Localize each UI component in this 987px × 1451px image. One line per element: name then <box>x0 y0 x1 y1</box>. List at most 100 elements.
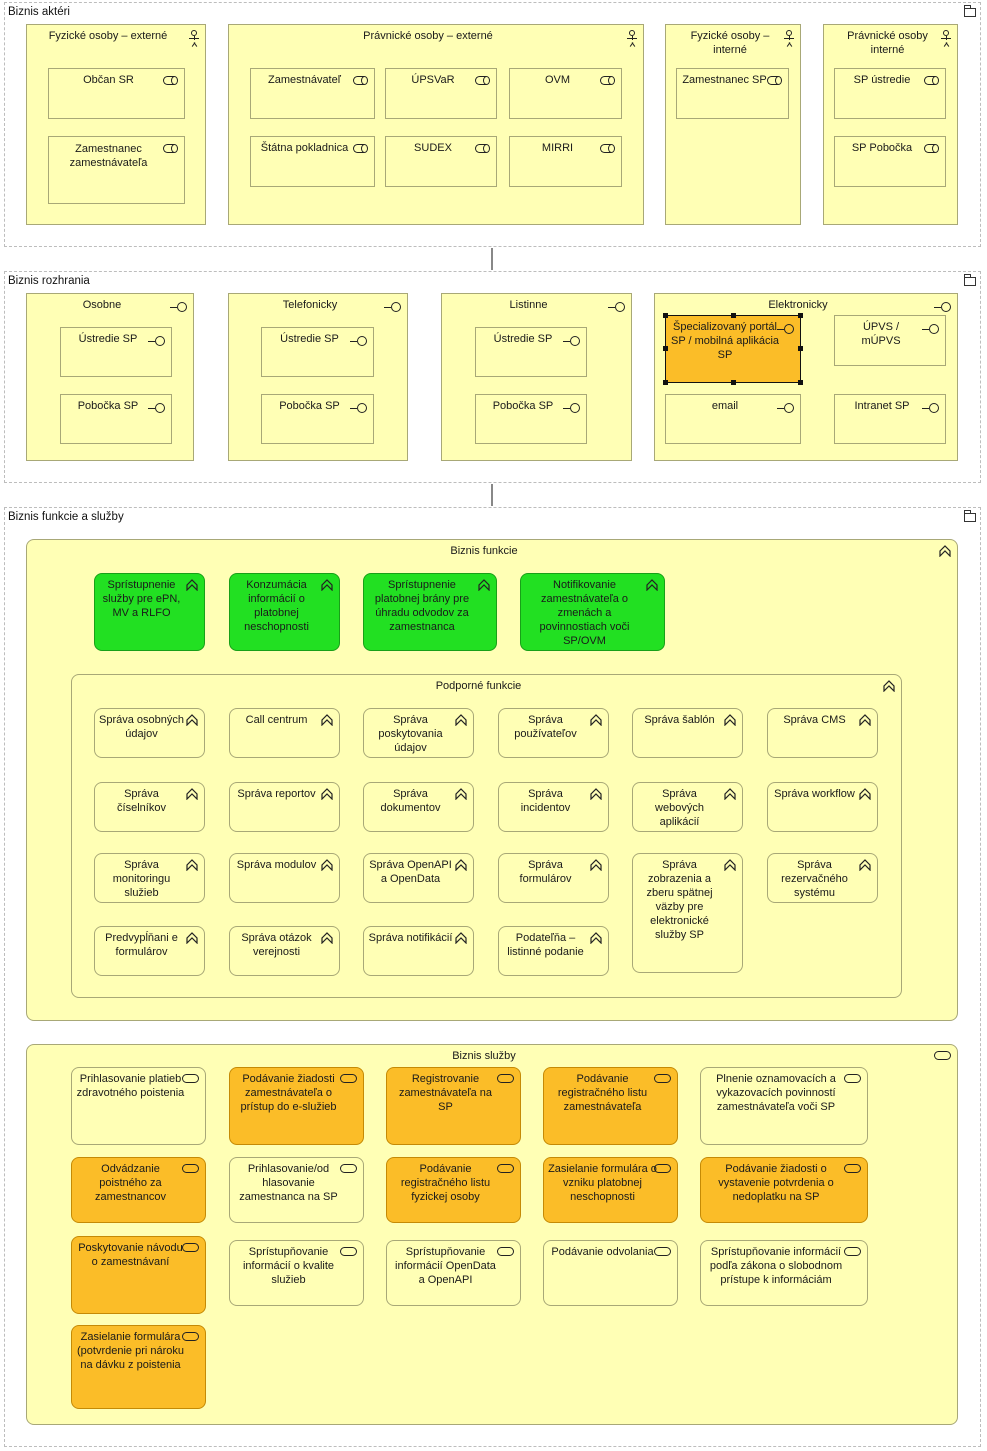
function-label: Správa používateľov <box>514 714 577 740</box>
support-function-5[interactable]: Správa CMS <box>767 708 878 758</box>
role-sudex[interactable]: SUDEX <box>385 136 497 187</box>
support-function-20[interactable]: Správa notifikácií <box>363 926 474 976</box>
support-function-15[interactable]: Správa formulárov <box>498 853 609 903</box>
interface-listinne-pobocka[interactable]: Pobočka SP <box>475 394 587 444</box>
support-function-21[interactable]: Podateľňa – listinné podanie <box>498 926 609 976</box>
role-obcan-sr[interactable]: Občan SR <box>48 68 185 119</box>
function-main-0[interactable]: Sprístupnenie služby pre ePN, MV a RLFO <box>94 573 205 651</box>
support-function-14[interactable]: Správa OpenAPI a OpenData <box>363 853 474 903</box>
support-function-7[interactable]: Správa reportov <box>229 782 340 832</box>
actor-fo-interne[interactable]: Fyzické osoby – interné <box>665 24 801 225</box>
interface-title: Elektronicky <box>768 299 828 311</box>
support-function-10[interactable]: Správa webových aplikácií <box>632 782 743 832</box>
support-function-16[interactable]: Správa zobrazenia a zberu spätnej väzby … <box>632 853 743 973</box>
role-sp-pobocka[interactable]: SP Pobočka <box>834 136 946 187</box>
support-function-17[interactable]: Správa rezervačného systému <box>767 853 878 903</box>
role-upsvar[interactable]: ÚPSVaR <box>385 68 497 119</box>
service-3[interactable]: Podávanie registračného listu zamestnáva… <box>543 1067 678 1145</box>
selection-handle[interactable] <box>798 380 803 385</box>
interface-telefonicky[interactable]: Telefonicky <box>228 293 408 461</box>
actor-po-interne[interactable]: Právnické osoby interné <box>823 24 958 225</box>
support-function-13[interactable]: Správa modulov <box>229 853 340 903</box>
selection-handle[interactable] <box>731 313 736 318</box>
support-function-12[interactable]: Správa monitoringu služieb <box>94 853 205 903</box>
selection-handle[interactable] <box>663 313 668 318</box>
role-icon <box>475 76 490 85</box>
function-label: Podateľňa – listinné podanie <box>507 932 584 958</box>
support-function-2[interactable]: Správa poskytovania údajov <box>363 708 474 758</box>
selection-handle[interactable] <box>663 346 668 351</box>
interface-specializovany-portal[interactable]: Špecializovaný portál SP / mobilná aplik… <box>663 313 803 385</box>
role-sp-ustredie[interactable]: SP ústredie <box>834 68 946 119</box>
actor-icon <box>941 30 951 47</box>
selection-handle[interactable] <box>731 380 736 385</box>
selection-handle[interactable] <box>798 313 803 318</box>
interface-telefonicky-pobocka[interactable]: Pobočka SP <box>261 394 374 444</box>
interface-title: Osobne <box>82 299 122 311</box>
function-main-1[interactable]: Konzumácia informácií o platobnej nescho… <box>229 573 340 651</box>
interface-telefonicky-ustredie[interactable]: Ústredie SP <box>261 327 374 377</box>
interface-intranet[interactable]: Intranet SP <box>834 394 946 444</box>
actor-po-externe[interactable]: Právnické osoby – externé <box>228 24 644 225</box>
interface-item-label: Pobočka SP <box>77 400 139 412</box>
service-0[interactable]: Prihlasovanie platieb zdravotného poiste… <box>71 1067 206 1145</box>
role-icon <box>924 76 939 85</box>
service-5[interactable]: Odvádzanie poistného za zamestnancov <box>71 1157 206 1223</box>
support-function-8[interactable]: Správa dokumentov <box>363 782 474 832</box>
function-main-3[interactable]: Notifikovanie zamestnávateľa o zmenách a… <box>520 573 665 651</box>
interface-title: Listinne <box>509 299 548 311</box>
service-icon <box>654 1074 671 1083</box>
selection-handle[interactable] <box>663 380 668 385</box>
service-1[interactable]: Podávanie žiadosti zamestnávateľa o prís… <box>229 1067 364 1145</box>
service-6[interactable]: Prihlasovanie/od hlasovanie zamestnanca … <box>229 1157 364 1223</box>
service-13[interactable]: Podávanie odvolania <box>543 1240 678 1306</box>
role-zamestnanec-sp[interactable]: Zamestnanec SP <box>676 68 789 119</box>
service-12[interactable]: Sprístupňovanie informácií OpenData a Op… <box>386 1240 521 1306</box>
service-9[interactable]: Podávanie žiadosti o vystavenie potvrden… <box>700 1157 868 1223</box>
interface-listinne-ustredie[interactable]: Ústredie SP <box>475 327 587 377</box>
service-14[interactable]: Sprístupňovanie informácií podľa zákona … <box>700 1240 868 1306</box>
role-mirri[interactable]: MIRRI <box>509 136 622 187</box>
service-11[interactable]: Sprístupňovanie informácií o kvalite slu… <box>229 1240 364 1306</box>
interface-osobne-pobocka[interactable]: Pobočka SP <box>60 394 172 444</box>
function-icon <box>186 788 198 800</box>
function-label: Call centrum <box>245 714 308 726</box>
support-function-4[interactable]: Správa šablón <box>632 708 743 758</box>
support-function-9[interactable]: Správa incidentov <box>498 782 609 832</box>
interface-icon <box>350 336 367 346</box>
interface-osobne-ustredie[interactable]: Ústredie SP <box>60 327 172 377</box>
support-function-11[interactable]: Správa workflow <box>767 782 878 832</box>
role-label: ÚPSVaR <box>411 74 455 86</box>
support-function-3[interactable]: Správa používateľov <box>498 708 609 758</box>
support-function-0[interactable]: Správa osobných údajov <box>94 708 205 758</box>
role-zamestnanec-zamestnavatela[interactable]: Zamestnanec zamestnávateľa <box>48 136 185 204</box>
interface-icon <box>563 336 580 346</box>
selection-handle[interactable] <box>798 346 803 351</box>
role-zamestnavatel[interactable]: Zamestnávateľ <box>250 68 375 119</box>
function-icon <box>186 932 198 944</box>
service-7[interactable]: Podávanie registračného listu fyzickej o… <box>386 1157 521 1223</box>
support-function-18[interactable]: Predvypĺňani e formulárov <box>94 926 205 976</box>
function-main-2[interactable]: Sprístupnenie platobnej brány pre úhradu… <box>363 573 497 651</box>
role-icon <box>475 144 490 153</box>
service-2[interactable]: Registrovanie zamestnávateľa na SP <box>386 1067 521 1145</box>
interface-icon <box>777 403 794 413</box>
interface-upvs[interactable]: ÚPVS / mÚPVS <box>834 315 946 366</box>
role-statna-pokladnica[interactable]: Štátna pokladnica <box>250 136 375 187</box>
function-label: Správa CMS <box>783 714 846 726</box>
interface-icon <box>922 324 939 334</box>
support-function-6[interactable]: Správa číselníkov <box>94 782 205 832</box>
service-10[interactable]: Poskytovanie návodu o zamestnávaní <box>71 1236 206 1314</box>
role-ovm[interactable]: OVM <box>509 68 622 119</box>
interface-email[interactable]: email <box>665 394 801 444</box>
support-function-1[interactable]: Call centrum <box>229 708 340 758</box>
support-function-19[interactable]: Správa otázok verejnosti <box>229 926 340 976</box>
support-functions[interactable]: Podporné funkcie <box>71 674 902 998</box>
service-8[interactable]: Zasielanie formulára o vzniku platobnej … <box>543 1157 678 1223</box>
function-icon <box>321 859 333 871</box>
function-label: Správa zobrazenia a zberu spätnej väzby … <box>646 859 713 941</box>
role-icon <box>600 144 615 153</box>
service-label: Zasielanie formulára (potvrdenie pri nár… <box>76 1331 184 1371</box>
service-15[interactable]: Zasielanie formulára (potvrdenie pri nár… <box>71 1325 206 1409</box>
service-4[interactable]: Plnenie oznamovacích a vykazovacích povi… <box>700 1067 868 1145</box>
